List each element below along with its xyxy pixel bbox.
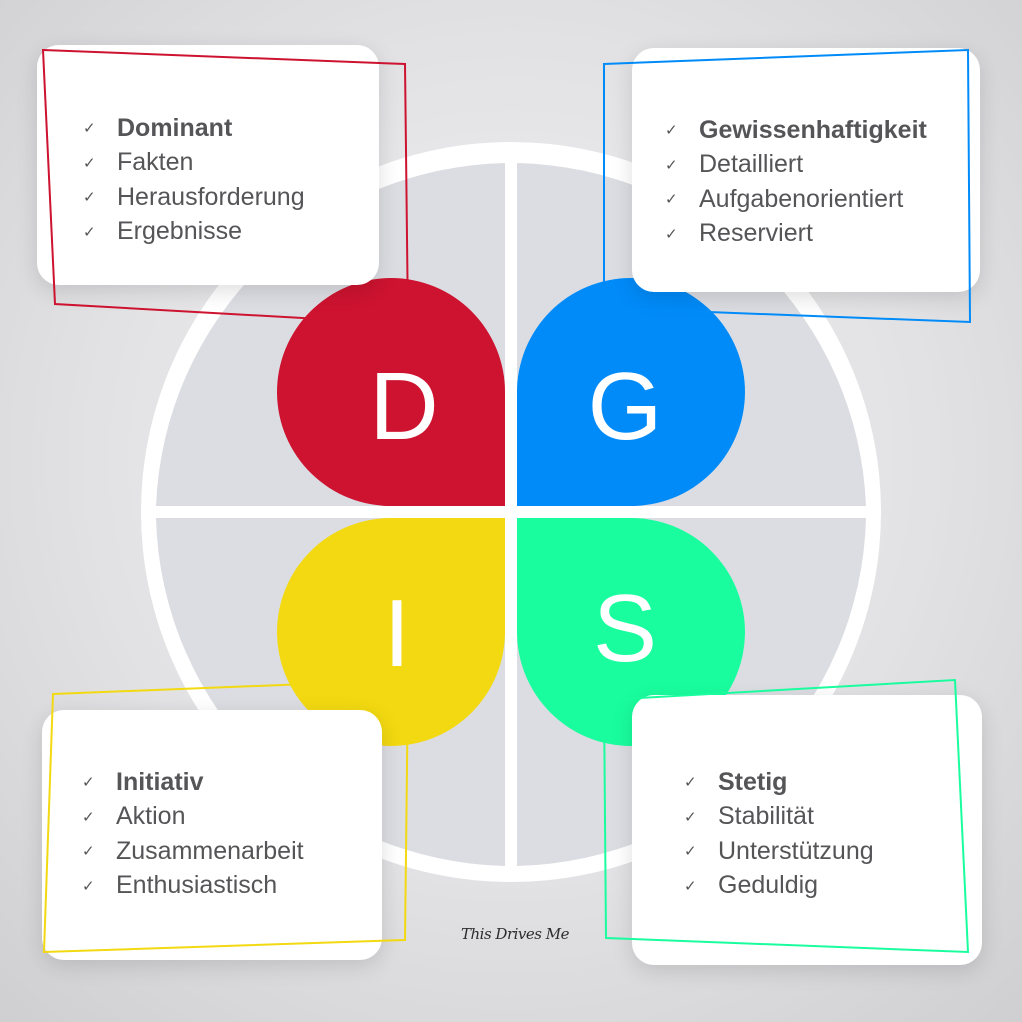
petal-g bbox=[516, 278, 745, 507]
card-dominant: ✓Dominant ✓Fakten ✓Herausforderung ✓Erge… bbox=[37, 45, 379, 285]
check-icon: ✓ bbox=[83, 189, 96, 207]
list-item: ✓Aktion bbox=[82, 802, 186, 831]
signature-logo: This Drives Me bbox=[461, 925, 569, 943]
check-icon: ✓ bbox=[82, 774, 95, 792]
list-item: ✓Geduldig bbox=[684, 871, 819, 900]
check-icon: ✓ bbox=[83, 154, 96, 172]
list-item: ✓Ergebnisse bbox=[83, 217, 243, 246]
check-icon: ✓ bbox=[665, 122, 678, 140]
card-initiativ: ✓Initiativ ✓Aktion ✓Zusammenarbeit ✓Enth… bbox=[42, 710, 382, 960]
check-icon: ✓ bbox=[684, 774, 697, 792]
list-item: ✓Enthusiastisch bbox=[82, 871, 278, 900]
check-icon: ✓ bbox=[665, 225, 678, 243]
list-item: ✓Stabilität bbox=[684, 802, 814, 831]
letter-i: I bbox=[384, 580, 411, 687]
list-item: ✓Detailliert bbox=[665, 150, 804, 179]
check-icon: ✓ bbox=[82, 808, 95, 826]
check-icon: ✓ bbox=[684, 877, 697, 895]
list-item: ✓Herausforderung bbox=[83, 182, 305, 211]
list-item: ✓Unterstützung bbox=[684, 836, 874, 865]
list-item: ✓Reserviert bbox=[665, 219, 813, 248]
letter-d: D bbox=[369, 353, 438, 460]
letter-s: S bbox=[593, 575, 657, 682]
check-icon: ✓ bbox=[83, 120, 96, 138]
check-icon: ✓ bbox=[665, 191, 678, 209]
check-icon: ✓ bbox=[684, 808, 697, 826]
check-icon: ✓ bbox=[83, 223, 96, 241]
list-item: ✓Gewissenhaftigkeit bbox=[665, 115, 927, 144]
check-icon: ✓ bbox=[82, 877, 95, 895]
card-stetig: ✓Stetig ✓Stabilität ✓Unterstützung ✓Gedu… bbox=[632, 695, 982, 965]
card-gewissenhaftigkeit: ✓Gewissenhaftigkeit ✓Detailliert ✓Aufgab… bbox=[632, 48, 980, 292]
check-icon: ✓ bbox=[665, 156, 678, 174]
check-icon: ✓ bbox=[684, 843, 697, 861]
list-item: ✓Stetig bbox=[684, 767, 788, 796]
petal-d bbox=[277, 278, 506, 507]
list-item: ✓Dominant bbox=[83, 113, 233, 142]
check-icon: ✓ bbox=[82, 843, 95, 861]
list-item: ✓Aufgabenorientiert bbox=[665, 184, 904, 213]
list-item: ✓Initiativ bbox=[82, 767, 204, 796]
letter-g: G bbox=[588, 353, 663, 460]
list-item: ✓Fakten bbox=[83, 148, 194, 177]
list-item: ✓Zusammenarbeit bbox=[82, 836, 304, 865]
